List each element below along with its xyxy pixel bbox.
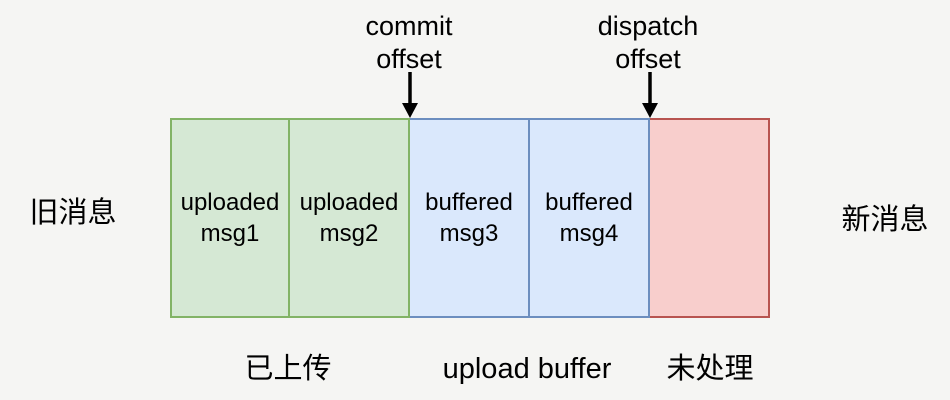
dispatch-offset-label-line2: offset xyxy=(615,44,681,74)
cell-label-line1: buffered xyxy=(425,189,513,216)
cell-label-line2: msg1 xyxy=(200,220,260,247)
queue-cell-unprocessed xyxy=(650,118,770,318)
message-queue: uploaded msg1 uploaded msg2 buffered msg… xyxy=(170,118,770,318)
queue-cell-msg4: buffered msg4 xyxy=(530,118,650,318)
dispatch-offset-label-line1: dispatch xyxy=(597,11,699,41)
cell-label-line2: msg2 xyxy=(319,220,379,247)
cell-label-line2: msg4 xyxy=(559,220,619,247)
commit-offset-label-line1: commit xyxy=(365,11,453,41)
old-messages-label: 旧消息 xyxy=(29,197,117,229)
cell-label-line2: msg3 xyxy=(439,220,499,247)
commit-offset-label: commit offset xyxy=(319,10,499,76)
dispatch-offset-label: dispatch offset xyxy=(558,10,738,76)
queue-cell-msg3: buffered msg3 xyxy=(410,118,530,318)
queue-cell-msg2: uploaded msg2 xyxy=(290,118,410,318)
new-messages-label: 新消息 xyxy=(841,204,929,236)
queue-cell-msg1: uploaded msg1 xyxy=(170,118,290,318)
cell-label-line1: uploaded xyxy=(299,189,399,216)
unprocessed-section-label: 未处理 xyxy=(666,353,754,385)
uploaded-section-label: 已上传 xyxy=(244,353,332,385)
commit-offset-label-line2: offset xyxy=(376,44,442,74)
dispatch-offset-arrow-icon xyxy=(642,72,658,118)
cell-label-line1: uploaded xyxy=(180,189,280,216)
cell-label-line1: buffered xyxy=(545,189,633,216)
upload-buffer-section-label: upload buffer xyxy=(442,353,612,385)
commit-offset-arrow-icon xyxy=(402,72,418,118)
